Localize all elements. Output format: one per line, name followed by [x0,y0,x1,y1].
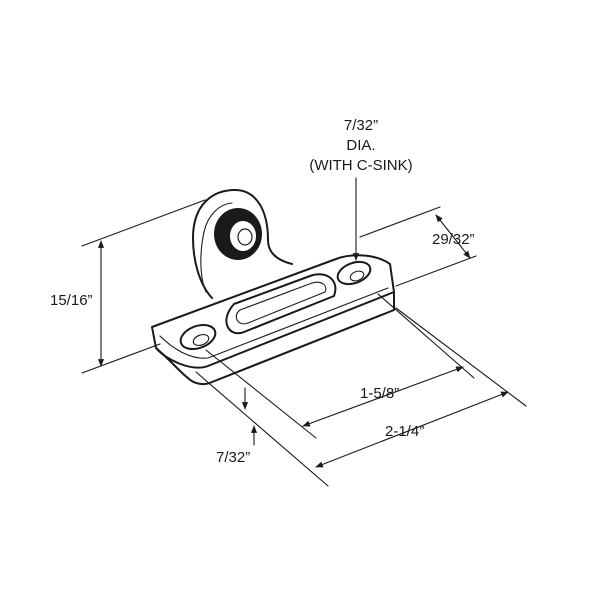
right-hole [336,260,372,286]
dim-edge-offset-label: 7/32” [216,449,250,466]
dim-overall-length-label: 2-1/4” [385,423,424,440]
dim-height-label: 15/16” [50,292,93,309]
hole-note: 7/32” DIA. (WITH C-SINK) [309,117,413,261]
upright-tab [192,189,293,299]
dim-overall-length: 2-1/4” [195,307,527,487]
hole-note-dia: DIA. [346,137,375,154]
hole-note-size: 7/32” [344,117,378,134]
base-plate-top [151,254,395,369]
hole-note-csink: (WITH C-SINK) [309,157,412,174]
base-plate-bevel [159,287,389,359]
dim-hole-spacing: 1-5/8” [205,293,475,439]
dim-hole-spacing-label: 1-5/8” [360,385,399,402]
part-drawing [151,189,395,386]
dim-edge-offset: 7/32” [216,387,258,466]
dim-right-offset-label: 29/32” [432,231,475,248]
roller [214,208,262,260]
left-hole [179,323,217,351]
slot [225,273,337,335]
dim-right-offset: 29/32” [359,206,477,287]
upright-tab-inner [200,202,233,293]
dim-height: 15/16” [50,199,206,374]
base-plate-side [155,291,395,386]
